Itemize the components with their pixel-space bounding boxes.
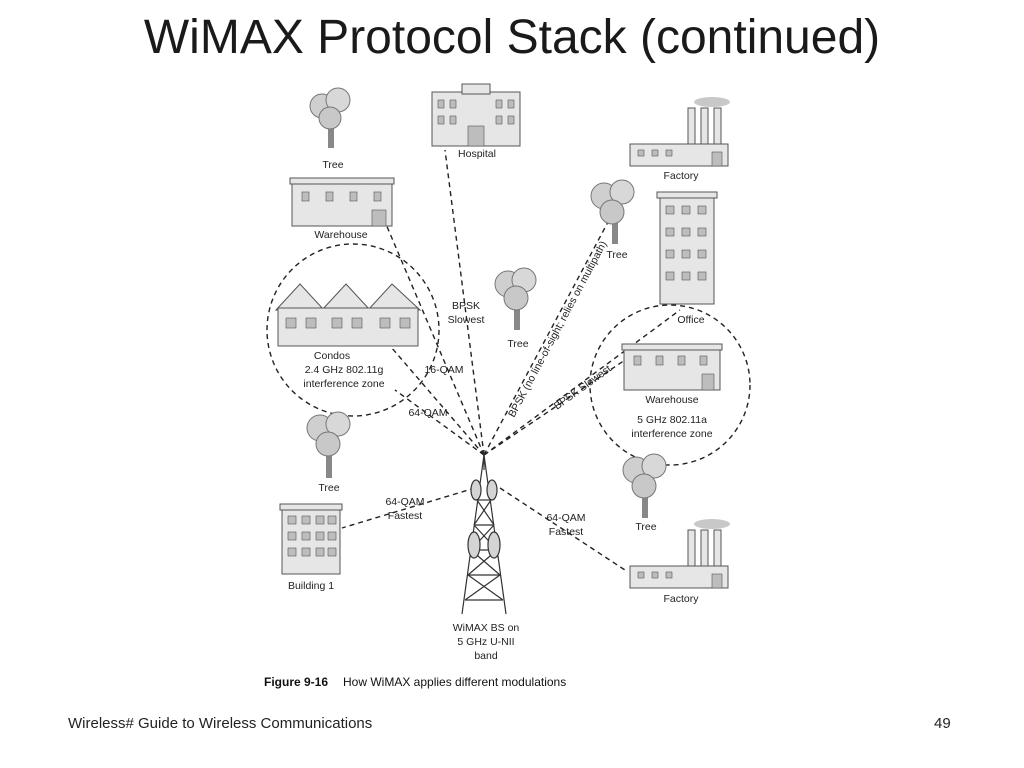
tree-icon: [590, 179, 635, 244]
label-factory-top: Factory: [663, 170, 699, 182]
label-warehouse-right-zone: interference zone: [631, 428, 712, 440]
label-tower-3: band: [474, 650, 498, 662]
link-factory-bottom: [499, 487, 629, 573]
warehouse-interference-zone: [589, 304, 751, 466]
label-warehouse-left: Warehouse: [314, 229, 367, 241]
tree-icon: [622, 453, 667, 518]
label-hospital: Hospital: [458, 148, 496, 160]
wimax-tower-icon: [461, 450, 507, 615]
tree-icon: [494, 267, 537, 330]
link-office: [483, 309, 681, 456]
building1-icon: [279, 503, 343, 575]
warehouse-right-icon: [621, 343, 723, 391]
label-condos-zone: interference zone: [303, 378, 384, 390]
label-warehouse-right: Warehouse: [645, 394, 698, 406]
condos-interference-zone: [266, 243, 440, 417]
label-tree-center: Tree: [507, 338, 528, 350]
link-lines: [341, 149, 681, 573]
figure-caption: How WiMAX applies different modulations: [343, 675, 566, 689]
label-bpsk-slowest: BPSK Slowest: [552, 363, 614, 413]
label-64qam-fastest-right: 64-QAM: [546, 512, 585, 524]
hospital-icon: [431, 83, 521, 147]
link-hospital: [444, 149, 485, 456]
link-building1: [341, 487, 476, 529]
label-tower-1: WiMAX BS on: [453, 622, 520, 634]
label-factory-bottom: Factory: [663, 593, 699, 605]
label-tree-upper-right: Tree: [606, 249, 627, 261]
warehouse-left-icon: [289, 177, 395, 227]
footer-page-number: 49: [934, 715, 951, 732]
label-tree-top: Tree: [322, 159, 343, 171]
tree-icon: [309, 87, 351, 148]
office-icon: [656, 191, 718, 305]
tree-icon: [306, 411, 351, 478]
link-condos-16qam: [384, 339, 485, 456]
label-condos: Condos: [314, 350, 350, 362]
slide-title: WiMAX Protocol Stack (continued): [143, 11, 881, 64]
factory-bottom-icon: [629, 519, 730, 589]
label-warehouse-right-band: 5 GHz 802.11a: [637, 414, 707, 426]
factory-top-icon: [629, 97, 730, 167]
figure-number: Figure 9-16: [264, 675, 328, 689]
label-office: Office: [677, 314, 704, 326]
label-fastest-right: Fastest: [549, 526, 584, 538]
label-bpsk-los: BPSK (no line-of-sight; relies on multip…: [506, 239, 609, 419]
label-16qam: 16-QAM: [424, 364, 463, 376]
label-64qam-left: 64-QAM: [408, 407, 447, 419]
label-slowest: Slowest: [448, 314, 485, 326]
label-tree-right: Tree: [635, 521, 656, 533]
footer-course-title: Wireless# Guide to Wireless Communicatio…: [68, 715, 373, 732]
condos-icon: [274, 283, 422, 347]
label-condos-band: 2.4 GHz 802.11g: [305, 364, 384, 376]
link-condos-64qam: [394, 389, 485, 456]
label-tree-left: Tree: [318, 482, 339, 494]
label-tower-2: 5 GHz U-NII: [457, 636, 514, 648]
link-warehouse-right: [483, 359, 626, 456]
label-64qam-fastest-left: 64-QAM: [385, 496, 424, 508]
label-building1: Building 1: [288, 580, 334, 592]
label-bpsk: BPSK: [452, 300, 480, 312]
label-fastest-left: Fastest: [388, 510, 423, 522]
